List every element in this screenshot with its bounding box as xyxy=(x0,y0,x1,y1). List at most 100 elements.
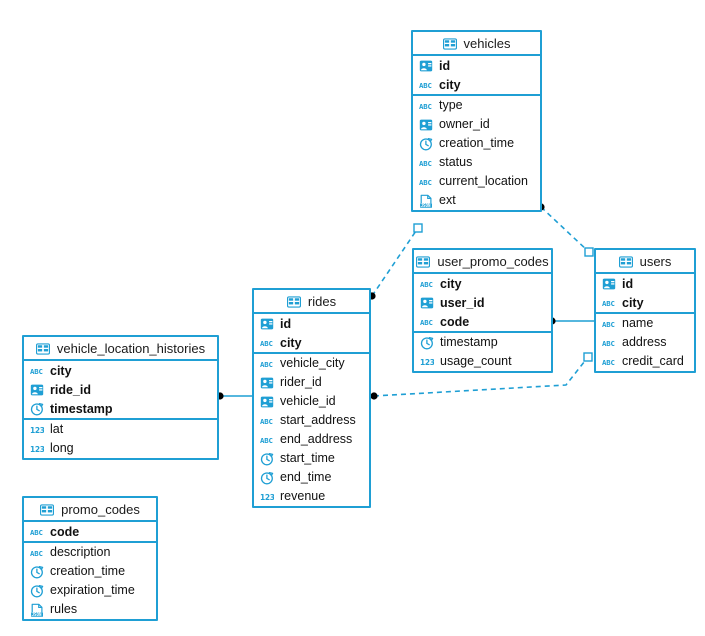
svg-text:ABC: ABC xyxy=(602,319,615,328)
svg-text:ABC: ABC xyxy=(30,548,43,557)
abc-text-icon: ABC xyxy=(419,99,433,113)
field-name-label: ext xyxy=(439,193,456,208)
relationship-user-promo-codes-to-users[interactable] xyxy=(548,317,594,325)
clock-icon xyxy=(419,137,433,151)
field-name-label: timestamp xyxy=(50,401,113,416)
relationship-endpoint-dot xyxy=(370,392,378,400)
field-name-label: user_id xyxy=(440,295,485,310)
table-grid-icon xyxy=(618,255,634,268)
field-name-label: start_time xyxy=(280,451,335,466)
svg-text:ABC: ABC xyxy=(30,528,43,537)
id-card-icon xyxy=(260,317,274,331)
field-name-label: usage_count xyxy=(440,354,512,369)
column-row-status[interactable]: ABC status xyxy=(413,153,540,172)
field-name-label: status xyxy=(439,155,473,170)
table-header-vehicles[interactable]: vehicles xyxy=(413,32,540,56)
svg-text:ABC: ABC xyxy=(260,416,273,425)
id-card-icon xyxy=(419,59,433,73)
field-name-label: name xyxy=(622,316,654,331)
primary-key-row-code[interactable]: ABC code xyxy=(414,312,551,331)
column-row-creation_time[interactable]: creation_time xyxy=(413,134,540,153)
column-row-rider_id[interactable]: rider_id xyxy=(254,373,369,392)
id-card-icon xyxy=(260,376,274,390)
clock-icon xyxy=(260,452,274,466)
svg-text:ABC: ABC xyxy=(419,158,432,167)
id-card-icon xyxy=(30,383,44,397)
svg-text:123: 123 xyxy=(30,425,44,434)
table-header-rides[interactable]: rides xyxy=(254,290,369,314)
column-row-expiration_time[interactable]: expiration_time xyxy=(24,581,156,600)
svg-text:123: 123 xyxy=(420,357,434,366)
svg-text:JSON: JSON xyxy=(32,612,42,617)
123-number-icon: 123 xyxy=(260,490,274,504)
abc-text-icon: ABC xyxy=(419,156,433,170)
field-name-label: creation_time xyxy=(50,564,126,579)
column-row-end_time[interactable]: end_time xyxy=(254,468,369,487)
column-row-timestamp[interactable]: timestamp xyxy=(414,333,551,352)
field-name-label: rider_id xyxy=(280,375,322,390)
abc-text-icon: ABC xyxy=(420,315,434,329)
column-row-vehicle_id[interactable]: vehicle_id xyxy=(254,392,369,411)
field-name-label: city xyxy=(622,295,644,310)
id-card-icon xyxy=(260,395,274,409)
table-header-users[interactable]: users xyxy=(596,250,694,274)
field-name-label: owner_id xyxy=(439,117,490,132)
svg-text:ABC: ABC xyxy=(602,338,615,347)
relationship-endpoint-square xyxy=(584,247,594,257)
relationship-vehicle-location-histories-to-rides[interactable] xyxy=(216,392,252,400)
primary-key-row-id[interactable]: id xyxy=(254,314,369,333)
field-name-label: code xyxy=(440,314,470,329)
table-header-vehicle_location_histories[interactable]: vehicle_location_histories xyxy=(24,337,217,361)
column-row-name[interactable]: ABC name xyxy=(596,314,694,333)
field-name-label: city xyxy=(50,363,72,378)
123-number-icon: 123 xyxy=(420,355,434,369)
field-name-label: credit_card xyxy=(622,354,684,369)
column-row-start_time[interactable]: start_time xyxy=(254,449,369,468)
column-row-creation_time[interactable]: creation_time xyxy=(24,562,156,581)
svg-text:ABC: ABC xyxy=(420,280,433,289)
abc-text-icon: ABC xyxy=(602,317,616,331)
column-row-owner_id[interactable]: owner_id xyxy=(413,115,540,134)
clock-icon xyxy=(30,584,44,598)
column-row-usage_count[interactable]: 123 usage_count xyxy=(414,352,551,371)
svg-text:ABC: ABC xyxy=(260,359,273,368)
columns-section: timestamp 123 usage_count xyxy=(414,333,551,371)
primary-key-row-id[interactable]: id xyxy=(596,274,694,293)
primary-key-row-ride_id[interactable]: ride_id xyxy=(24,380,217,399)
primary-key-row-timestamp[interactable]: timestamp xyxy=(24,399,217,418)
table-header-promo_codes[interactable]: promo_codes xyxy=(24,498,156,522)
table-header-user_promo_codes[interactable]: user_promo_codes xyxy=(414,250,551,274)
primary-key-row-id[interactable]: id xyxy=(413,56,540,75)
primary-key-row-user_id[interactable]: user_id xyxy=(414,293,551,312)
table-grid-icon xyxy=(442,37,458,50)
